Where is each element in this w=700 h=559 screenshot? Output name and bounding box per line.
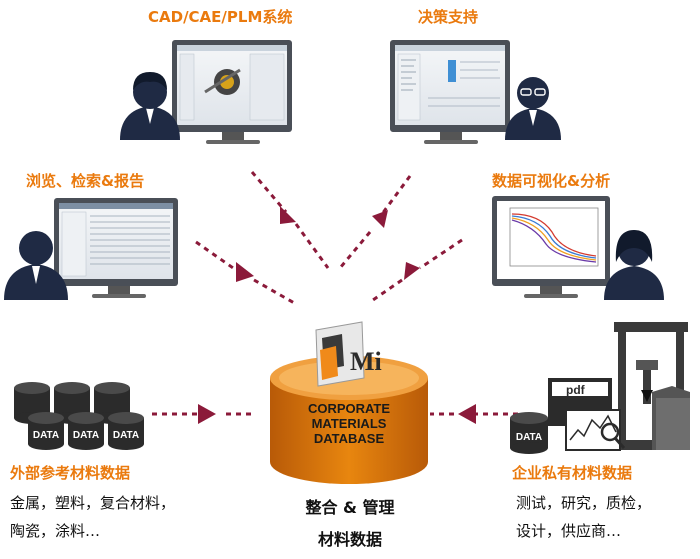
browse-monitor: [54, 198, 178, 298]
arrow-visual-in: [419, 238, 463, 270]
center-caption-line2: 材料数据: [317, 530, 382, 549]
cad-person-icon: [120, 72, 180, 140]
private-desc-line1: 测试，研究，质检，: [516, 494, 652, 512]
decision-monitor: [390, 40, 510, 144]
data-drum-label: DATA: [73, 430, 99, 441]
decision-person-icon: [505, 77, 561, 140]
mi-logo-card: [315, 321, 365, 387]
arrowhead-external: [198, 404, 216, 424]
private-data-cluster: [510, 322, 690, 454]
visual-person-icon: [604, 230, 664, 300]
arrow-cad-in: [250, 171, 288, 213]
db-line3: DATABASE: [314, 431, 385, 446]
label-external: 外部参考材料数据: [10, 464, 131, 482]
label-private: 企业私有材料数据: [512, 464, 633, 482]
arrow-decision-in: [380, 175, 412, 215]
external-desc-line1: 金属，塑料，复合材料，: [10, 494, 176, 512]
arrowhead-cad: [280, 206, 296, 224]
data-drum-label: DATA: [516, 432, 542, 443]
folder-icon: [652, 386, 690, 450]
external-data-drums: [14, 382, 144, 450]
arrowhead-visual: [404, 262, 420, 280]
cad-monitor: [172, 40, 292, 144]
external-desc-line2: 陶瓷，涂料…: [10, 522, 101, 540]
db-line1: CORPORATE: [308, 401, 390, 416]
testing-machine: [610, 322, 690, 450]
chart-document-icon: [565, 409, 626, 451]
arrowhead-decision: [372, 210, 388, 228]
label-browse: 浏览、检索&报告: [26, 172, 145, 190]
mi-logo-text: Mi: [350, 347, 382, 376]
private-data-drum: [510, 412, 548, 454]
browse-person-icon: [4, 231, 68, 300]
visual-monitor: [492, 196, 610, 298]
center-caption-line1: 整合 & 管理: [305, 498, 395, 517]
private-desc-line2: 设计，供应商…: [516, 522, 622, 540]
arrow-browse-out: [253, 278, 297, 306]
arrow-visual-out: [369, 278, 403, 304]
arrow-cad-out: [294, 223, 330, 269]
pdf-label: pdf: [566, 383, 586, 397]
label-decision: 决策支持: [418, 8, 479, 26]
arrowhead-private: [458, 404, 476, 424]
data-drum-label: DATA: [33, 430, 59, 441]
arrowhead-browse: [236, 262, 254, 282]
label-cad: CAD/CAE/PLM系统: [148, 8, 293, 26]
data-drum-label: DATA: [113, 430, 139, 441]
label-visual: 数据可视化&分析: [492, 172, 611, 190]
arrow-browse-in: [195, 240, 237, 272]
arrow-decision-out: [338, 231, 372, 269]
db-line2: MATERIALS: [312, 416, 387, 431]
